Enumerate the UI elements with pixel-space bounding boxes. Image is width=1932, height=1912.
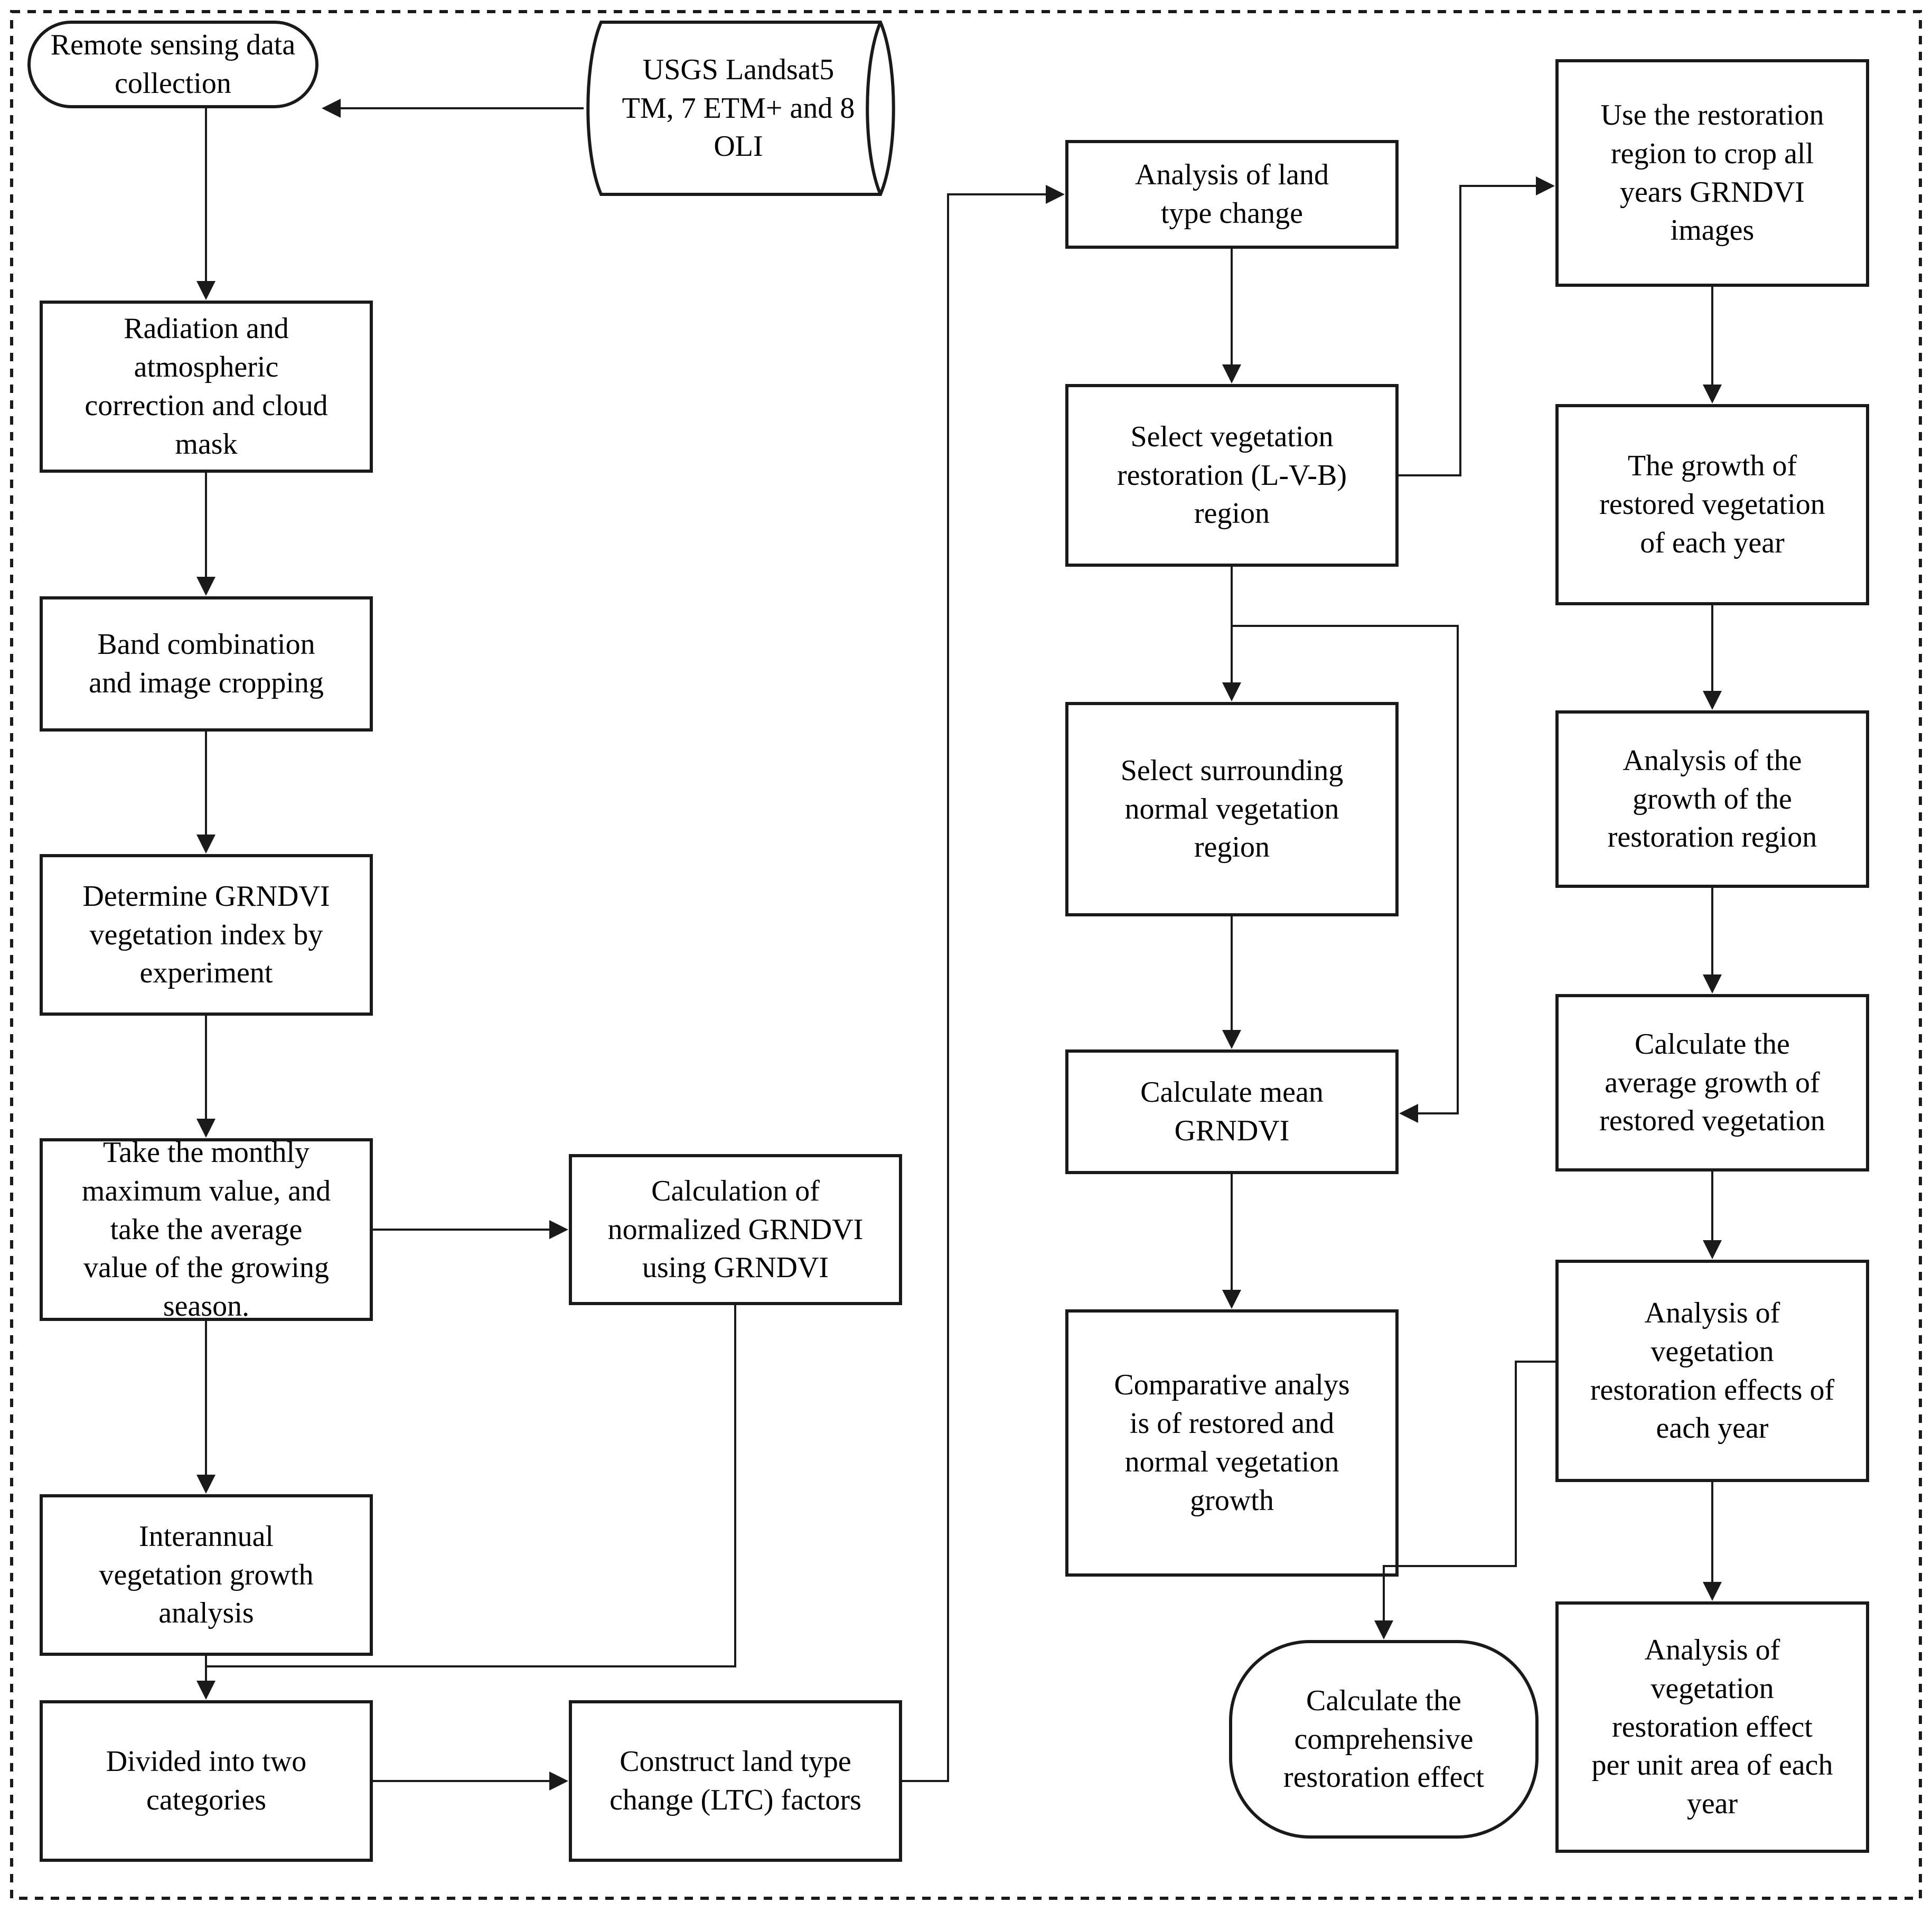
edge-calculation-normalized-to-divided	[206, 1304, 736, 1667]
node-shape-select-vegetation-restoration[interactable]	[1065, 384, 1399, 567]
node-shape-calculate-comprehensive[interactable]	[1229, 1640, 1539, 1839]
node-shape-select-surrounding-normal[interactable]	[1065, 702, 1399, 916]
outer-dashed-frame	[10, 10, 1922, 1900]
node-shape-band-combination[interactable]	[40, 596, 373, 732]
edge-construct-ltc-to-analysis-land-type	[901, 185, 1065, 1782]
node-shape-calculate-average-growth[interactable]	[1555, 994, 1869, 1171]
edge-select-vegetation-to-use-restoration-region	[1397, 176, 1555, 476]
node-shape-usgs-landsat[interactable]	[586, 21, 895, 196]
cylinder-right-face	[866, 21, 882, 195]
node-shape-determine-grndvi[interactable]	[40, 854, 373, 1016]
node-shape-analysis-land-type-change[interactable]	[1065, 140, 1399, 249]
node-shape-calculation-normalized[interactable]	[569, 1154, 902, 1305]
node-shape-analysis-growth-restoration-region[interactable]	[1555, 710, 1869, 888]
node-shape-remote-sensing-data-collection[interactable]	[27, 21, 318, 108]
node-shape-calculate-mean-grndvi[interactable]	[1065, 1049, 1399, 1174]
node-shape-divided-two-categories[interactable]	[40, 1700, 373, 1862]
node-shape-analysis-restoration-effect-per-unit[interactable]	[1555, 1601, 1869, 1853]
node-shape-monthly-maximum[interactable]	[40, 1138, 373, 1321]
node-shape-growth-restored-vegetation[interactable]	[1555, 404, 1869, 605]
node-shape-use-restoration-region-crop[interactable]	[1555, 59, 1869, 287]
edge-analysis-effects-to-calculate-comprehensive	[1374, 1361, 1557, 1639]
edge-select-vegetation-to-calculate-mean	[1232, 625, 1459, 1123]
node-shape-radiation-correction[interactable]	[40, 301, 373, 473]
node-shape-analysis-restoration-effects-each-year[interactable]	[1555, 1260, 1869, 1482]
node-shape-comparative-analysis[interactable]	[1065, 1309, 1399, 1577]
node-shape-interannual-growth[interactable]	[40, 1494, 373, 1656]
node-shape-construct-ltc[interactable]	[569, 1700, 902, 1862]
